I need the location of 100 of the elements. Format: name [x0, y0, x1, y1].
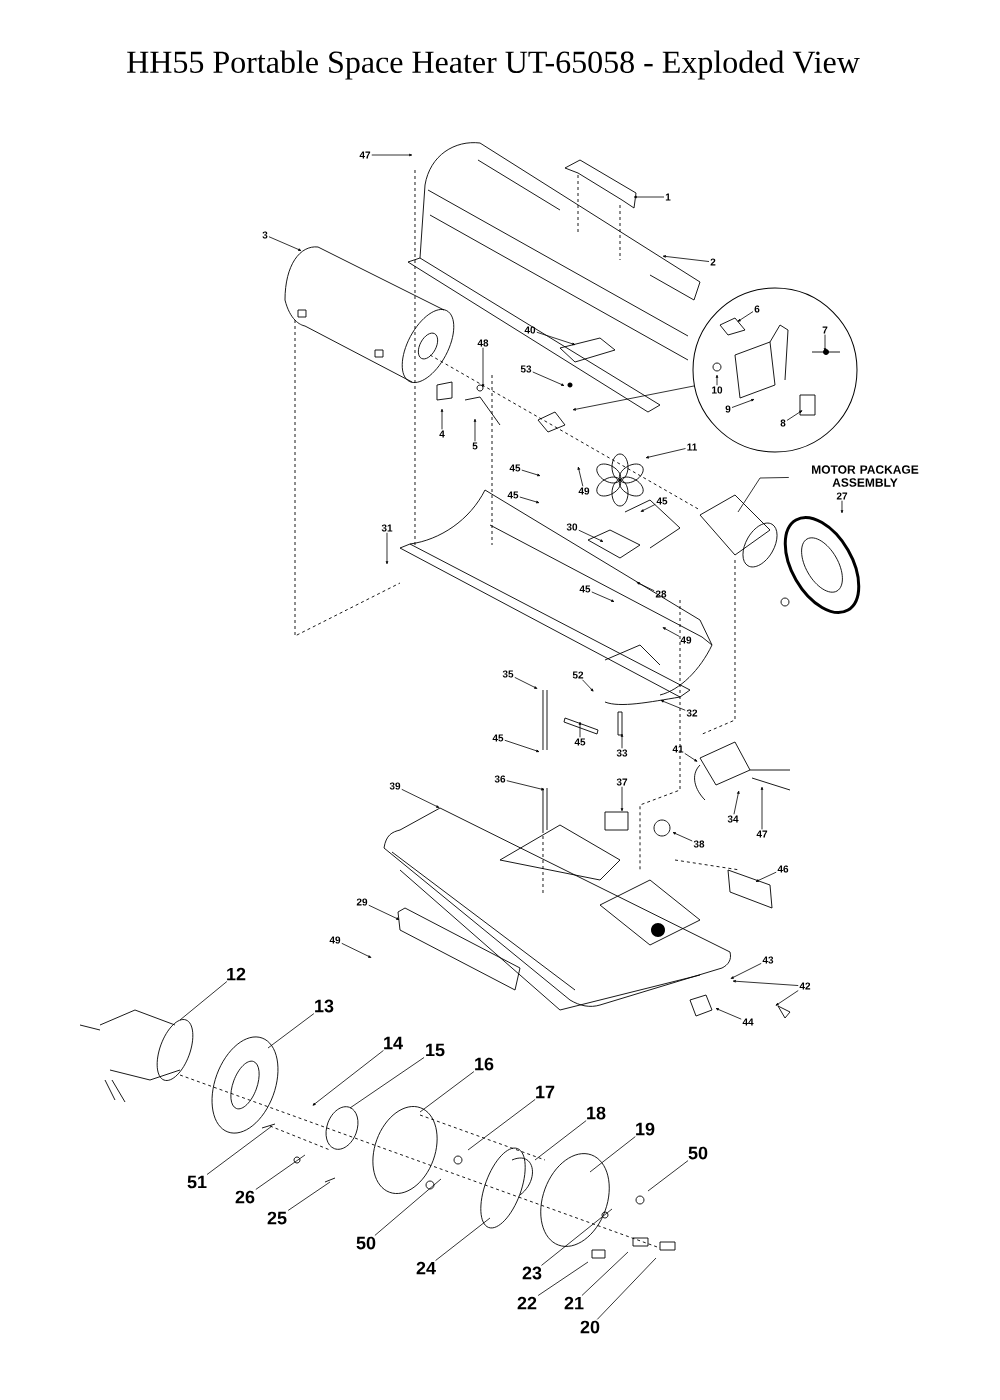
leader-line: [620, 733, 624, 749]
callout-number: 45: [509, 464, 521, 472]
callout-number: 23: [522, 1266, 542, 1280]
leader-line: [506, 780, 545, 791]
callout-number: 31: [381, 524, 393, 532]
leader-line: [541, 1208, 613, 1266]
leader-line: [591, 591, 615, 602]
callout-number: 43: [762, 956, 774, 964]
leader-line: [715, 374, 719, 386]
callout-number: 1: [665, 193, 671, 201]
callout-number: 2: [710, 258, 716, 266]
leader-line: [532, 371, 565, 386]
callout-number: 22: [517, 1296, 537, 1310]
callout-number: 45: [579, 585, 591, 593]
leader-line: [536, 331, 576, 346]
callout-number: 51: [187, 1175, 207, 1189]
leader-line: [589, 1136, 636, 1173]
leader-line: [572, 385, 695, 411]
leader-line: [672, 832, 693, 842]
leader-line: [349, 1057, 425, 1109]
callout-number: 53: [520, 365, 532, 373]
leader-line: [504, 739, 540, 753]
leader-line: [179, 981, 228, 1021]
leader-line: [755, 871, 777, 882]
leader-line: [647, 1160, 689, 1192]
leader-line: [662, 627, 680, 637]
callout-number: 48: [477, 339, 489, 347]
callout-number: 50: [356, 1236, 376, 1250]
leader-line: [731, 399, 755, 408]
callout-number: 35: [502, 670, 514, 678]
leader-line: [633, 195, 665, 199]
callout-number: 45: [492, 734, 504, 742]
callout-number: 33: [616, 749, 628, 757]
callout-number: 7: [822, 326, 828, 334]
leader-line: [206, 1125, 273, 1175]
leader-line: [537, 1261, 589, 1296]
leader-line: [374, 1178, 442, 1236]
leader-line: [582, 679, 594, 692]
callout-number: 18: [587, 1106, 606, 1120]
callout-number: 30: [566, 523, 578, 531]
leader-line: [662, 255, 710, 262]
callout-number: 49: [329, 936, 341, 944]
callout-number: 8: [780, 419, 786, 427]
leader-line: [521, 469, 541, 477]
callout-number: 39: [389, 782, 401, 790]
callout-number: 52: [572, 671, 584, 679]
callout-number: 49: [680, 636, 692, 644]
leader-line: [481, 347, 485, 388]
leader-line: [775, 990, 799, 1006]
leader-line: [733, 790, 740, 815]
callout-number: 5: [472, 442, 478, 450]
leader-line: [267, 1013, 315, 1049]
callout-number: 10: [712, 386, 723, 394]
callout-number: 41: [672, 745, 684, 753]
callout-number: 16: [475, 1057, 494, 1071]
leader-line: [840, 500, 844, 514]
callout-number: 29: [356, 898, 368, 906]
callout-number: 15: [426, 1043, 445, 1057]
callout-number: 28: [655, 590, 667, 598]
leader-line: [440, 408, 444, 430]
callout-number: 40: [524, 326, 536, 334]
callout-number: 24: [416, 1261, 436, 1275]
leader-line: [737, 477, 790, 513]
leader-line: [287, 1181, 331, 1211]
leader-line: [645, 448, 686, 459]
callout-number: 3: [262, 231, 268, 239]
callout-number: 6: [754, 305, 760, 313]
leader-line: [371, 153, 413, 157]
leader-line: [467, 1099, 536, 1151]
leader-line: [732, 980, 799, 986]
leader-line: [786, 410, 803, 421]
title: HH55 Portable Space Heater UT-65058 - Exploded View: [127, 50, 860, 80]
callout-number: 17: [536, 1085, 555, 1099]
leader-line: [823, 334, 827, 352]
callout-number: 50: [688, 1146, 708, 1160]
leader-line: [620, 786, 624, 812]
callout-number: 34: [727, 815, 739, 823]
leader-line: [760, 786, 764, 830]
leader-line: [578, 529, 604, 542]
callout-number: 32: [686, 709, 698, 717]
leader-line: [636, 582, 655, 592]
callout-number: 47: [756, 830, 768, 838]
callout-number: 12: [227, 967, 246, 981]
leader-line: [684, 753, 698, 762]
callout-number: 45: [574, 738, 586, 746]
callout-number: 44: [742, 1018, 754, 1026]
callout-number: 14: [384, 1036, 403, 1050]
callout-number: 13: [315, 999, 334, 1013]
callout-number: 20: [580, 1320, 600, 1334]
leader-line: [730, 963, 762, 979]
leader-line: [435, 1217, 491, 1261]
leader-line: [596, 1257, 657, 1320]
leader-line: [341, 942, 372, 958]
leader-line: [385, 532, 389, 565]
callout-number: 42: [799, 982, 811, 990]
callout-number: 4: [439, 430, 445, 438]
callout-number: 36: [494, 775, 506, 783]
callout-number: 47: [359, 151, 371, 159]
callout-number: 19: [636, 1122, 655, 1136]
leader-line: [368, 904, 400, 920]
